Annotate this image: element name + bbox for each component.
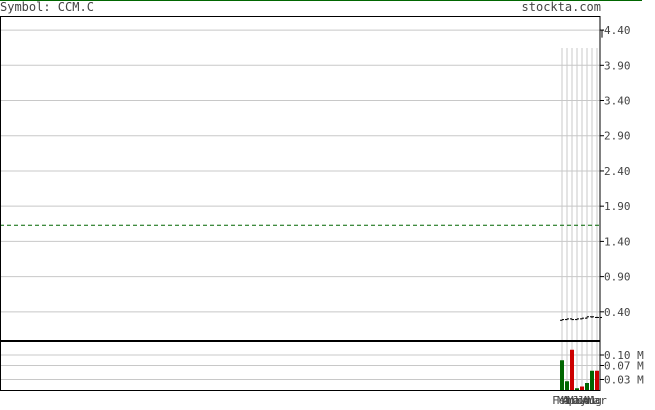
x-tick-label: Jul: [577, 394, 597, 406]
volume-bar: [565, 381, 569, 390]
x-tick-label: Mar: [557, 394, 577, 406]
site-name: stockta.com: [521, 0, 601, 14]
volume-bar: [570, 349, 574, 390]
price-tick-label: 3.40: [604, 95, 631, 108]
price-tick-label: 1.40: [604, 235, 631, 248]
volume-bar: [590, 370, 594, 390]
price-tick-label: 1.90: [604, 200, 631, 213]
x-tick-label: May: [567, 394, 587, 406]
x-tick-label: Apr: [562, 394, 582, 406]
x-tick-label: Jun: [572, 394, 592, 406]
symbol-label: Symbol: CCM.C: [0, 0, 94, 14]
volume-bar: [575, 388, 579, 390]
volume-bar: [580, 386, 584, 390]
volume-panel-frame: [0, 341, 601, 391]
price-tick-label: 2.90: [604, 130, 631, 143]
volume-tick-label: 0.10 M: [604, 349, 644, 362]
price-tick-label: 4.40: [604, 24, 631, 37]
price-tick-label: 2.40: [604, 165, 631, 178]
price-tick-label: 0.90: [604, 271, 631, 284]
volume-bar: [595, 370, 599, 390]
volume-bar: [585, 383, 589, 390]
volume-bar: [560, 360, 564, 390]
x-tick-label: Mar: [587, 394, 607, 406]
price-tick-label: 0.40: [604, 306, 631, 319]
volume-tick-label: 0.07 M: [604, 360, 644, 373]
price-tick-label: 3.90: [604, 59, 631, 72]
x-tick-label: Aug: [582, 394, 602, 406]
volume-tick-label: 0.03 M: [604, 374, 644, 387]
x-tick-label: Feb: [552, 394, 572, 406]
price-panel-frame: [0, 16, 601, 341]
